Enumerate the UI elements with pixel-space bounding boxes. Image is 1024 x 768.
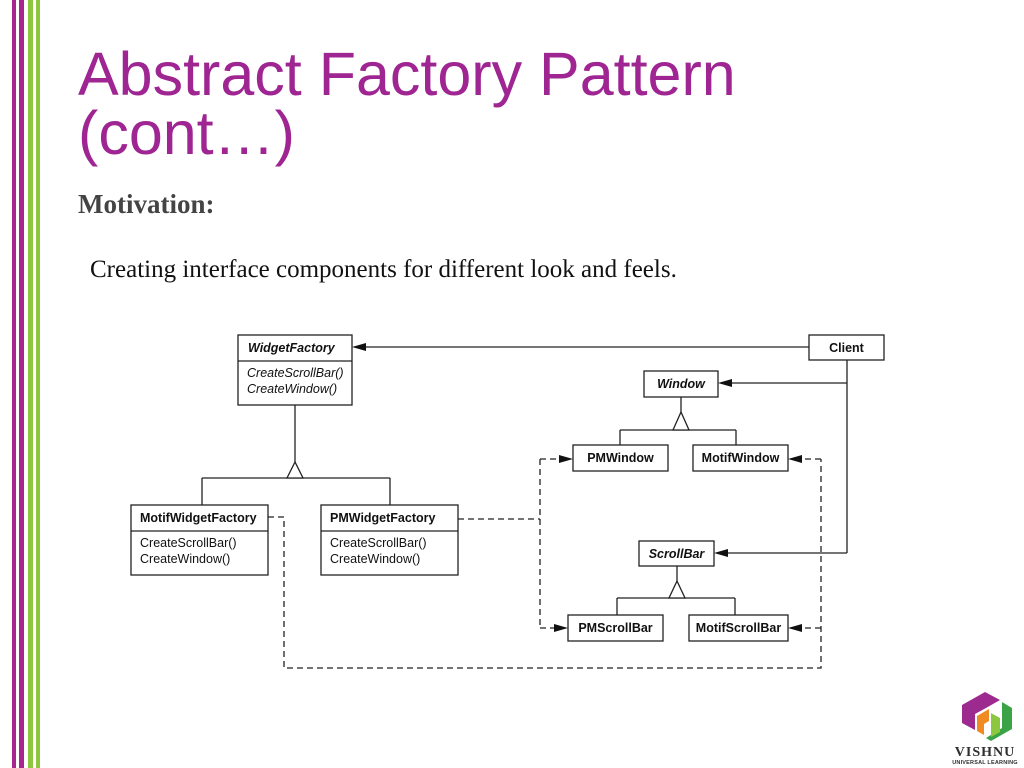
- pm-widget-factory-op-2: CreateWindow(): [330, 552, 420, 566]
- motif-window-arrowhead: [788, 455, 802, 463]
- scroll-bar-inheritance-triangle: [667, 579, 687, 599]
- motif-widget-factory-op-2: CreateWindow(): [140, 552, 230, 566]
- motif-scroll-bar-arrowhead: [788, 624, 802, 632]
- logo-lime-piece: [991, 713, 1000, 737]
- window-inheritance-triangle: [671, 410, 691, 431]
- vishnu-logo: VISHNU UNIVERSAL LEARNING: [952, 692, 1018, 766]
- widget-factory-op-1: CreateScrollBar(): [247, 366, 344, 380]
- pm-scroll-bar-name: PMScrollBar: [578, 621, 652, 635]
- window-inheritance: [619, 397, 737, 445]
- logo-name: VISHNU: [955, 745, 1015, 760]
- pm-widget-factory-class: PMWidgetFactory CreateScrollBar() Create…: [320, 504, 459, 576]
- pm-window-arrowhead: [559, 455, 573, 463]
- window-box: [643, 370, 719, 398]
- section-heading: Motivation:: [78, 189, 215, 219]
- left-stripe-green-2: [36, 0, 40, 768]
- motif-scroll-bar-name: MotifScrollBar: [696, 621, 782, 635]
- left-stripe-green-1: [28, 0, 33, 768]
- left-stripe-purple-2: [19, 0, 24, 768]
- pm-widget-factory-name: PMWidgetFactory: [330, 511, 435, 525]
- left-stripe-purple-1: [12, 0, 16, 768]
- motif-scroll-bar-box: [688, 614, 789, 642]
- motif-widget-factory-name: MotifWidgetFactory: [140, 511, 257, 525]
- pm-scroll-bar-arrowhead: [554, 624, 568, 632]
- widget-factory-name: WidgetFactory: [248, 341, 336, 355]
- client-to-widget-factory-arrowhead: [352, 343, 366, 351]
- logo-purple-piece: [962, 692, 1000, 730]
- scroll-bar-class: ScrollBar: [638, 540, 715, 567]
- widget-factory-inheritance-triangle: [285, 460, 305, 479]
- logo-orange-piece: [977, 709, 989, 735]
- motif-instantiation-dashed: [268, 455, 822, 669]
- pm-window-box: [572, 444, 669, 472]
- slide-title: Abstract Factory Pattern (cont…): [78, 40, 736, 167]
- pm-widget-factory-op-1: CreateScrollBar(): [330, 536, 427, 550]
- motif-window-box: [692, 444, 789, 472]
- motif-widget-factory-class: MotifWidgetFactory CreateScrollBar() Cre…: [130, 504, 269, 576]
- motif-scroll-bar-class: MotifScrollBar: [688, 614, 789, 642]
- widget-factory-class: WidgetFactory CreateScrollBar() CreateWi…: [237, 334, 353, 406]
- motif-widget-factory-op-1: CreateScrollBar(): [140, 536, 237, 550]
- motif-window-name: MotifWindow: [702, 451, 780, 465]
- pm-window-class: PMWindow: [572, 444, 669, 472]
- scroll-bar-name: ScrollBar: [649, 547, 706, 561]
- vishnu-logo-mark-icon: [962, 692, 1012, 741]
- logo-tagline: UNIVERSAL LEARNING: [952, 760, 1018, 766]
- widget-factory-inheritance: [201, 405, 391, 505]
- client-associations: [352, 343, 848, 557]
- scroll-bar-inheritance: [616, 566, 736, 615]
- client-name: Client: [829, 341, 865, 355]
- pm-scroll-bar-class: PMScrollBar: [567, 614, 664, 642]
- window-name: Window: [657, 377, 706, 391]
- body-text: Creating interface components for differ…: [90, 256, 677, 283]
- client-to-scroll-bar-arrowhead: [714, 549, 728, 557]
- scroll-bar-box: [638, 540, 715, 567]
- pm-window-name: PMWindow: [587, 451, 654, 465]
- pm-scroll-bar-box: [567, 614, 664, 642]
- client-to-window-arrowhead: [718, 379, 732, 387]
- client-class: Client: [808, 334, 885, 361]
- motif-window-class: MotifWindow: [692, 444, 789, 472]
- pm-instantiation-dashed: [458, 455, 573, 632]
- widget-factory-op-2: CreateWindow(): [247, 382, 337, 396]
- motif-widget-factory-box: [130, 504, 269, 576]
- motif-dashed-route: [268, 459, 822, 669]
- window-class: Window: [643, 370, 719, 398]
- pm-widget-factory-box: [320, 504, 459, 576]
- logo-green-piece: [986, 702, 1012, 741]
